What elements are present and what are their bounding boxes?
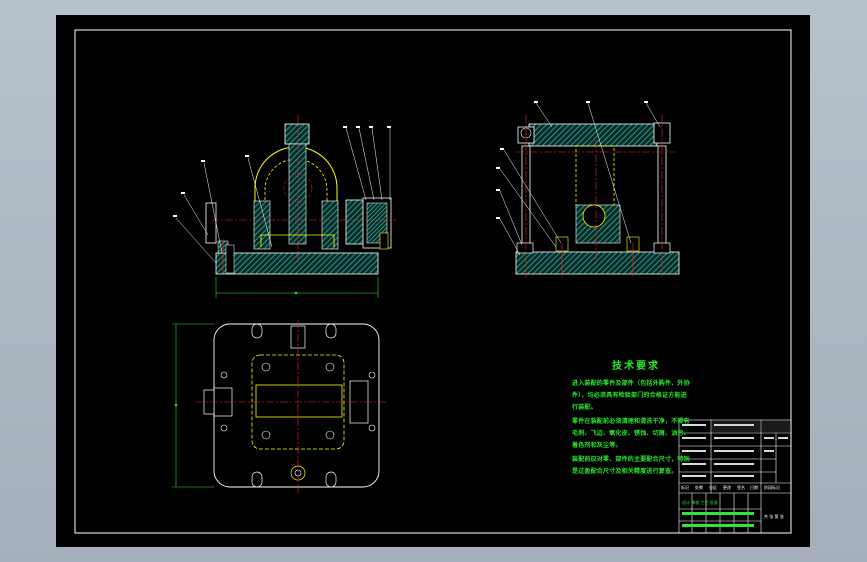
tech-note-line: 行装配。 xyxy=(572,404,597,411)
tech-note-line: 毛刺、飞边、氧化皮、锈蚀、切屑、油污、 xyxy=(572,430,690,437)
tech-requirements-title: 技术要求 xyxy=(612,361,660,372)
tech-note-line: 是过盈配合尺寸及相关精度进行复查。 xyxy=(572,468,678,475)
sheet-count-label: 共 张 第 张 xyxy=(764,514,784,519)
tech-note-line: 件），均必须具有检验部门的合格证方能进 xyxy=(572,392,687,399)
title-block-label: 更改 xyxy=(723,485,731,490)
side-view xyxy=(496,101,680,277)
title-block-label: 签名 xyxy=(737,485,745,490)
tech-note-line: 装配前应对零、部件的主要配合尺寸，特别 xyxy=(572,456,690,463)
drawing-border xyxy=(74,29,792,534)
top-view xyxy=(172,320,386,493)
title-block-label: 标记 xyxy=(681,485,689,490)
stage-label: 阶段标记 xyxy=(764,485,780,490)
tech-note-line: 零件在装配前必须清理和清洗干净，不得有 xyxy=(572,418,690,425)
drawing-canvas xyxy=(74,29,792,534)
title-block-fills xyxy=(682,421,790,527)
title-block-label: 处数 xyxy=(695,485,703,490)
approval-row: 设计 审核 工艺 批准 xyxy=(682,500,718,505)
drawing-sheet[interactable]: 技术要求 进入装配的零件及部件（包括外购件、外协 件），均必须具有检验部门的合格… xyxy=(56,15,810,547)
title-block-label: 日期 xyxy=(750,485,758,490)
front-view xyxy=(173,115,396,298)
title-block-label: 分区 xyxy=(709,485,717,490)
title-block xyxy=(678,419,792,534)
tech-note-line: 进入装配的零件及部件（包括外购件、外协 xyxy=(572,380,690,387)
tech-note-line: 着色剂和灰尘等。 xyxy=(572,442,622,449)
